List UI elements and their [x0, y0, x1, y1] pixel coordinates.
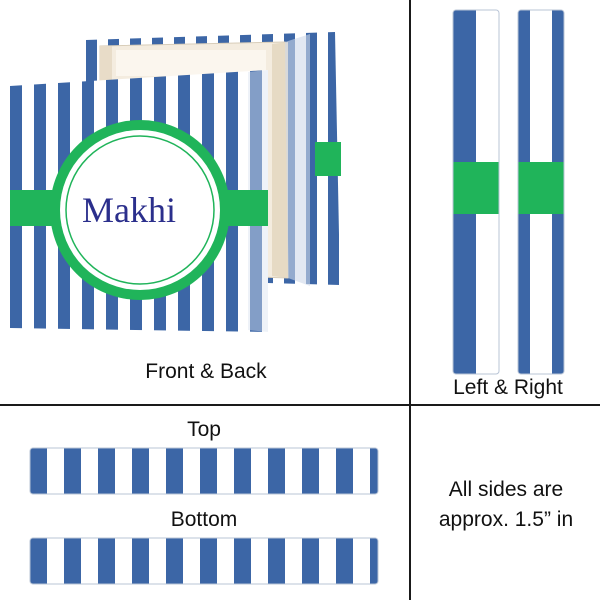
horizontal-divider — [0, 404, 600, 406]
vertical-divider — [409, 0, 411, 600]
canvas-right-side — [517, 9, 565, 375]
sides-note-line2: approx. 1.5” in — [438, 508, 574, 531]
canvas-left-side — [452, 9, 500, 375]
sides-note-line1: All sides are — [448, 478, 564, 501]
left-right-caption: Left & Right — [453, 376, 563, 399]
front-back-caption: Front & Back — [145, 360, 267, 383]
canvas-bottom-edge — [29, 537, 379, 585]
monogram-name: Makhi — [82, 190, 176, 230]
canvas-front-view: Makhi — [10, 70, 268, 332]
canvas-top-edge — [29, 447, 379, 495]
bottom-label: Bottom — [170, 508, 238, 531]
top-label: Top — [187, 418, 221, 441]
